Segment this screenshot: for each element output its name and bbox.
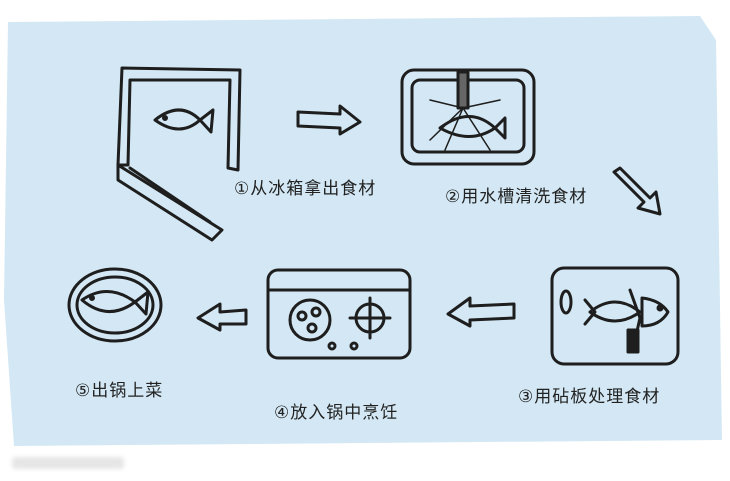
cutting-board-icon: [550, 266, 680, 366]
plate-with-fish-icon: [67, 267, 163, 343]
step-5-label: ⑤出锅上菜: [75, 381, 164, 401]
fish-icon: [153, 108, 215, 134]
arrow-right-icon: [296, 104, 362, 136]
arrow-left-icon: [446, 296, 516, 328]
step-1-label: ①从冰箱拿出食材: [234, 179, 377, 199]
step-3-label: ③用砧板处理食材: [518, 387, 661, 407]
watermark: [12, 457, 124, 469]
sink-icon: [400, 68, 536, 166]
arrow-left-icon: [196, 302, 248, 332]
step-2-label: ②用水槽清洗食材: [445, 187, 588, 207]
blue-background: [4, 16, 722, 446]
fridge-icon: [116, 66, 242, 242]
stove-icon: [266, 268, 412, 360]
step-4-label: ④放入锅中烹饪: [274, 403, 399, 423]
arrow-down-right-icon: [612, 166, 662, 216]
